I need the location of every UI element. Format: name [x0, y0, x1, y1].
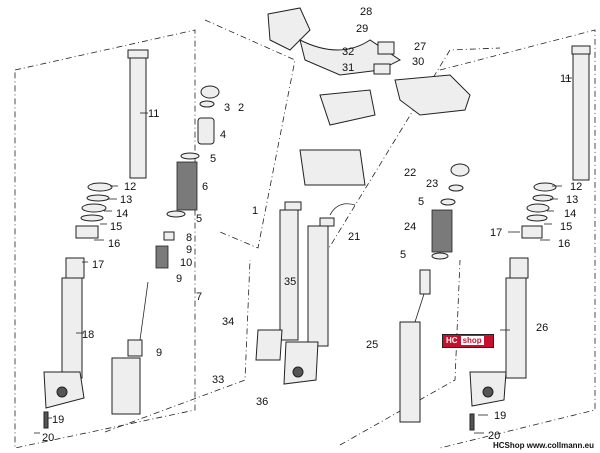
- label-6: 6: [202, 181, 208, 193]
- label-9b: 9: [176, 273, 182, 285]
- cartridge-parts: [111, 85, 220, 415]
- label-11: 11: [148, 108, 159, 120]
- panel-outlines: [14, 19, 596, 449]
- label-5a: 5: [210, 153, 216, 165]
- label-13b: 13: [566, 194, 578, 206]
- label-1: 1: [252, 205, 258, 217]
- label-3b: 3: [224, 102, 230, 114]
- label-32: 32: [342, 46, 354, 58]
- right-cartridge: [399, 163, 470, 423]
- right-fork-assembly: [469, 45, 591, 431]
- label-9a: 9: [186, 244, 192, 256]
- label-2: 2: [238, 102, 244, 114]
- label-17: 17: [92, 259, 104, 271]
- handlebar-triple-clamp: [267, 7, 471, 186]
- center-fork-assembly: [255, 201, 356, 385]
- label-10: 10: [180, 257, 192, 269]
- label-33: 33: [212, 374, 224, 386]
- label-27: 27: [414, 41, 426, 53]
- label-25: 25: [366, 339, 378, 351]
- label-4: 4: [220, 129, 226, 141]
- label-31: 31: [342, 62, 354, 74]
- label-12b: 12: [570, 181, 582, 193]
- label-35: 35: [284, 276, 296, 288]
- label-14b: 14: [564, 208, 576, 220]
- label-5b: 5: [196, 213, 202, 225]
- label-28: 28: [360, 6, 372, 18]
- footer-credit: HCShop www.collmann.eu: [492, 441, 594, 450]
- label-34: 34: [222, 316, 234, 328]
- label-5d: 5: [400, 249, 406, 261]
- label-24: 24: [404, 221, 416, 233]
- label-15: 15: [110, 221, 122, 233]
- label-8: 8: [186, 232, 192, 244]
- part-number-labels: 11 12 13 14 15 16 17 18 19 20 2 1 3 4 5 …: [42, 6, 582, 444]
- label-30: 30: [412, 56, 424, 68]
- label-18: 18: [82, 329, 94, 341]
- label-5c: 5: [418, 196, 424, 208]
- label-13: 13: [120, 194, 132, 206]
- label-23: 23: [426, 178, 438, 190]
- label-12: 12: [124, 181, 136, 193]
- watermark-brand: HC: [446, 336, 458, 345]
- label-20b: 20: [488, 430, 500, 442]
- label-9c: 9: [156, 347, 162, 359]
- left-fork-assembly: [43, 49, 149, 429]
- watermark-brand-suffix: shop: [460, 336, 484, 345]
- label-36: 36: [256, 396, 268, 408]
- label-19: 19: [52, 414, 64, 426]
- label-16: 16: [108, 238, 120, 250]
- label-29: 29: [356, 23, 368, 35]
- label-26: 26: [536, 322, 548, 334]
- leader-lines: [34, 77, 572, 434]
- label-14: 14: [116, 208, 128, 220]
- label-21: 21: [348, 231, 360, 243]
- label-11b: 11: [560, 73, 571, 85]
- label-20: 20: [42, 432, 54, 444]
- label-19b: 19: [494, 410, 506, 422]
- label-17b: 17: [490, 227, 502, 239]
- label-15b: 15: [560, 221, 572, 233]
- label-22: 22: [404, 167, 416, 179]
- label-7: 7: [196, 291, 202, 303]
- label-16b: 16: [558, 238, 570, 250]
